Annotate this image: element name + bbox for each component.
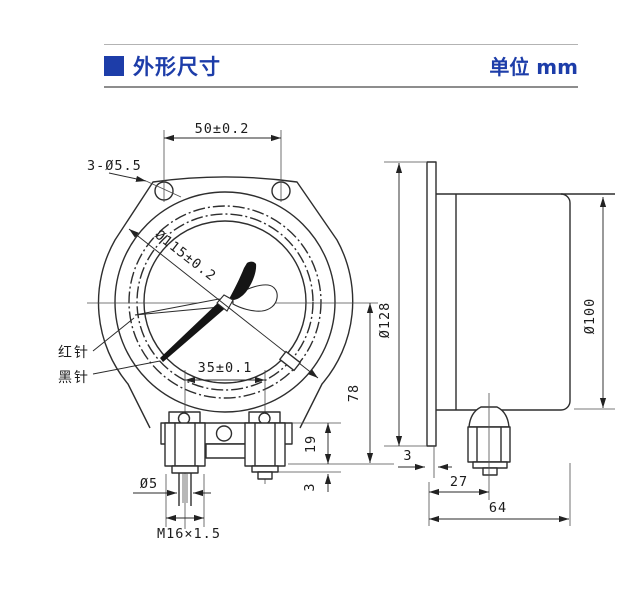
front-extension-lines: [87, 130, 394, 529]
dim-case-diameter: Ø100: [582, 298, 598, 335]
dim-thread-spec: M16×1.5: [157, 526, 221, 542]
dim-flange-diameter: Ø128: [377, 302, 393, 339]
front-view: 50±0.2 3-Ø5.5 Ø115±0.2 红针 黑针 35±0.1 78 1…: [58, 121, 394, 542]
dim-center-to-bottom: 78: [346, 384, 362, 402]
pressure-fitting-right: [244, 422, 286, 480]
front-dimension-lines: [92, 134, 374, 522]
dim-port-spacing: 35±0.1: [198, 360, 253, 376]
flange-edge: [426, 161, 437, 447]
section-title: 外形尺寸: [133, 54, 221, 79]
pressure-fitting-left: [164, 422, 206, 506]
section-header-left: 外形尺寸: [104, 51, 221, 81]
unit-label: 单位 mm: [489, 55, 578, 79]
dim-dial-circle: Ø115±0.2: [152, 227, 219, 285]
label-red-needle: 红针: [58, 345, 90, 361]
dim-hole-spacing: 50±0.2: [195, 121, 250, 137]
label-black-needle: 黑针: [58, 370, 90, 386]
case-body: [436, 193, 615, 411]
case-outline: [97, 176, 354, 429]
dial-diameter-dimension: [128, 228, 319, 379]
side-dimension-lines: [395, 163, 607, 523]
dim-bore-diameter: Ø5: [140, 476, 158, 492]
dim-overall-depth: 64: [489, 500, 507, 516]
dim-flange-thickness: 3: [403, 448, 412, 464]
section-header: 外形尺寸 单位 mm: [104, 44, 578, 88]
section-marker-square: [104, 55, 124, 76]
dim-mounting-holes: 3-Ø5.5: [87, 158, 142, 174]
side-view: Ø128 Ø100 3 27 64: [377, 161, 615, 526]
side-extension-lines: [384, 161, 615, 526]
bracket-center-hole: [215, 425, 233, 442]
dim-flange-to-port: 27: [450, 474, 468, 490]
dim-fitting-height: 19: [303, 435, 319, 453]
dim-collar-height: 3: [302, 482, 318, 491]
